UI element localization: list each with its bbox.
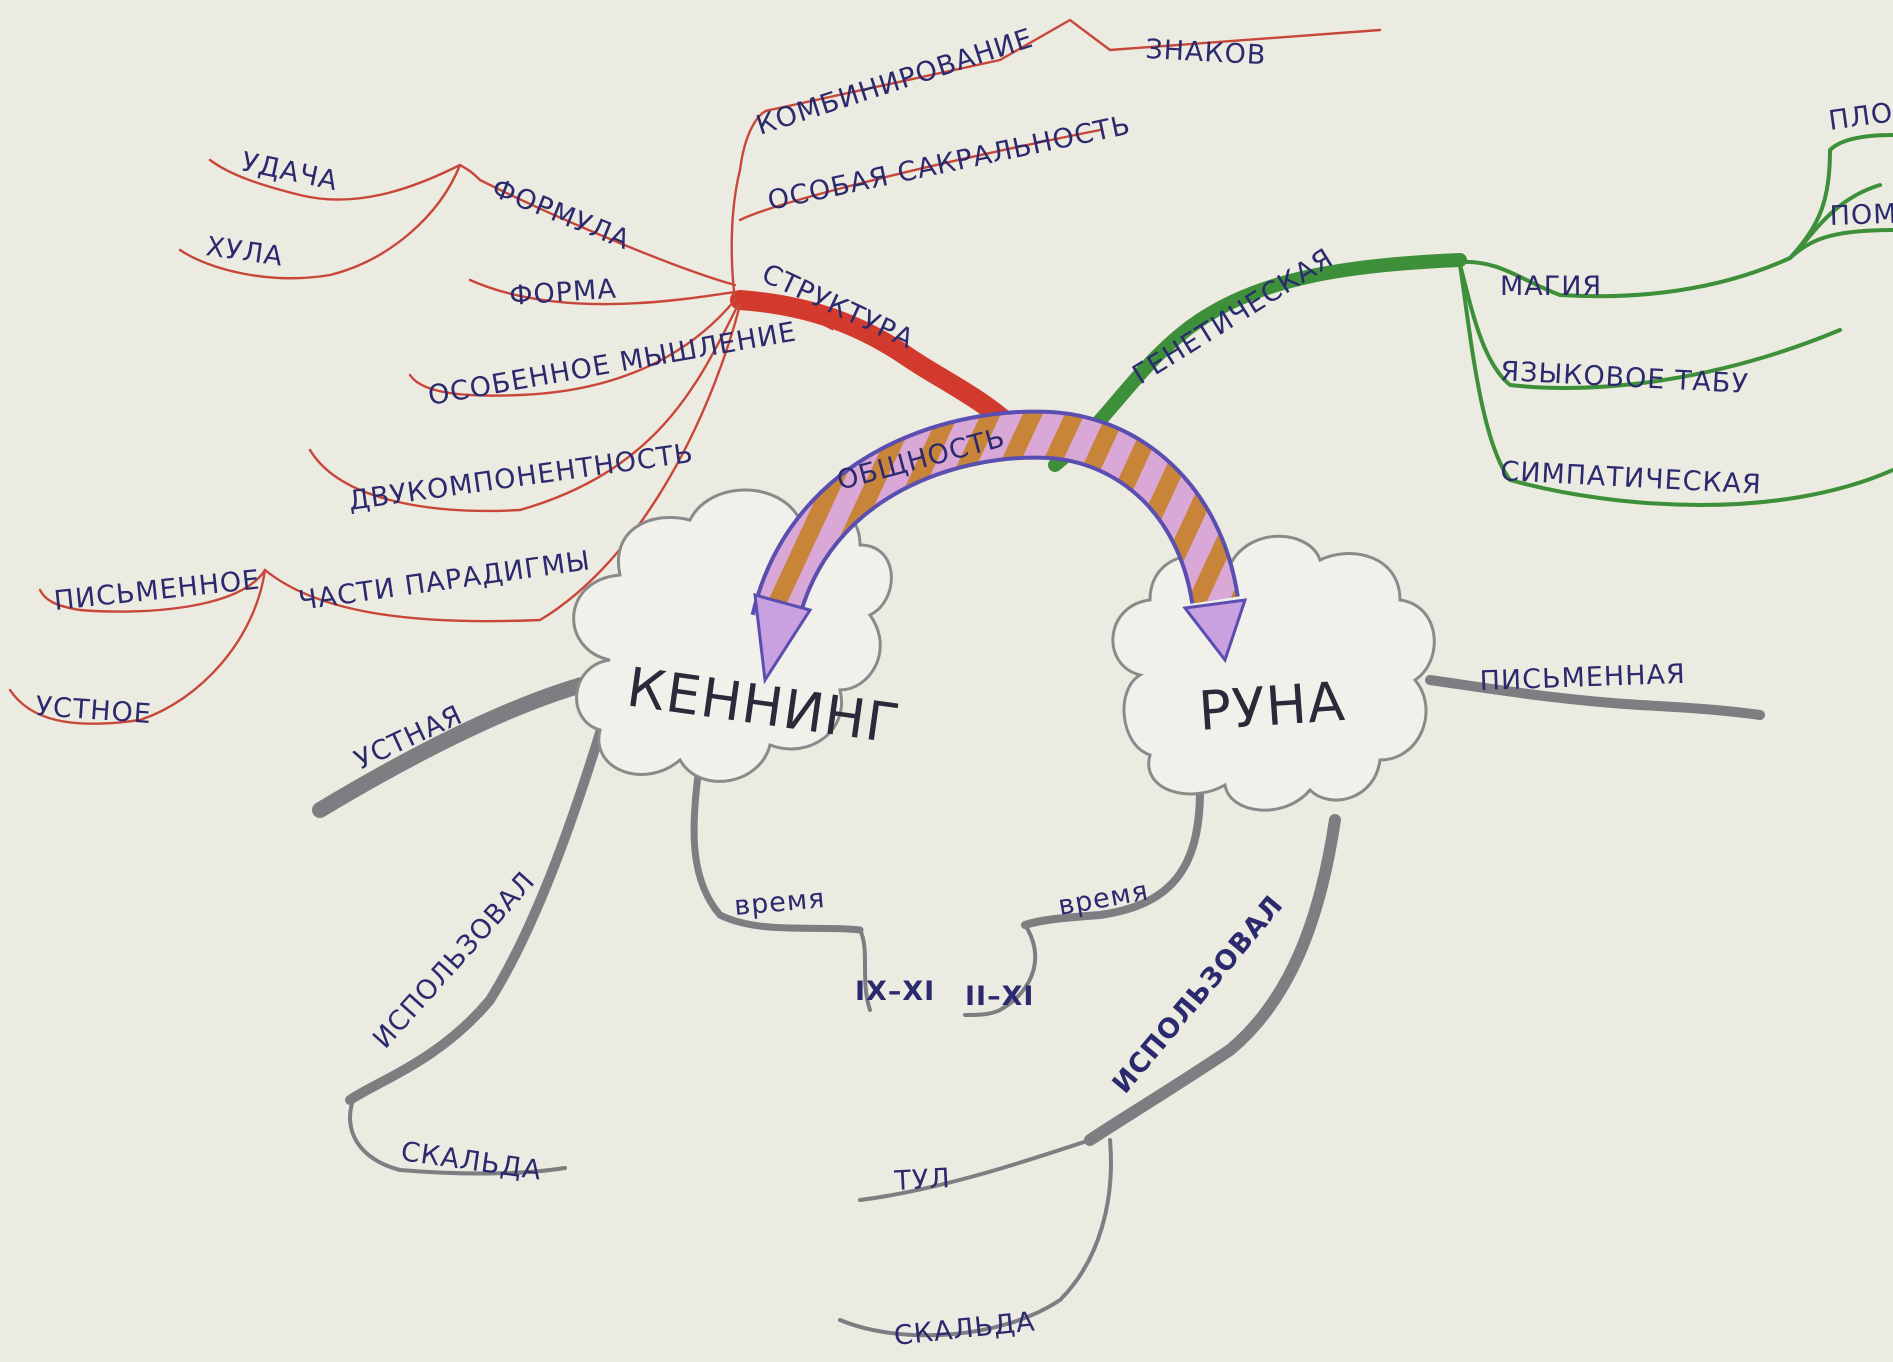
- genetic-label: ГЕНЕТИЧЕСКАЯ: [1127, 243, 1339, 391]
- sympathetic-label: СИМПАТИЧЕСКАЯ: [1500, 456, 1763, 501]
- runa-period-label: II–XI: [965, 981, 1034, 1012]
- kenning-skald-label: СКАЛЬДА: [399, 1136, 544, 1186]
- kenning-time-label: время: [733, 883, 827, 922]
- taboo-label: ЯЗЫКОВОЕ ТАБУ: [1500, 356, 1750, 400]
- form-label: ФОРМА: [508, 274, 617, 312]
- magic-label: МАГИЯ: [1500, 271, 1602, 302]
- runa-skald-label: СКАЛЬДА: [892, 1306, 1036, 1352]
- genetic-branch: [1055, 135, 1893, 505]
- fruit-label-cut: ПЛОД: [1827, 94, 1893, 137]
- runa-cloud: [1113, 536, 1434, 810]
- runa-label: РУНА: [1197, 670, 1348, 743]
- luck-label: УДАЧА: [239, 147, 341, 198]
- two-component-label: ДВУКОМПОНЕНТНОСТЬ: [347, 438, 696, 517]
- tul-label: ТУЛ: [893, 1163, 952, 1197]
- written-label: ПИСЬМЕННАЯ: [1479, 659, 1686, 697]
- formula-label: ФОРМУЛА: [487, 173, 634, 257]
- kenning-period-label: IX–XI: [855, 976, 935, 1007]
- paradigm-parts-label: ЧАСТИ ПАРАДИГМЫ: [297, 545, 593, 617]
- thinking-label: ОСОБЕННОЕ МЫШЛЕНИЕ: [426, 317, 799, 412]
- signs-label: ЗНАКОВ: [1145, 34, 1267, 71]
- help-label-cut: ПОМИ: [1829, 198, 1893, 232]
- combination-label: КОМБИНИРОВАНИЕ: [753, 23, 1037, 142]
- sacrality-label: ОСОБАЯ САКРАЛЬНОСТЬ: [765, 110, 1134, 217]
- oral-neuter-label: УСТНОЕ: [35, 691, 153, 730]
